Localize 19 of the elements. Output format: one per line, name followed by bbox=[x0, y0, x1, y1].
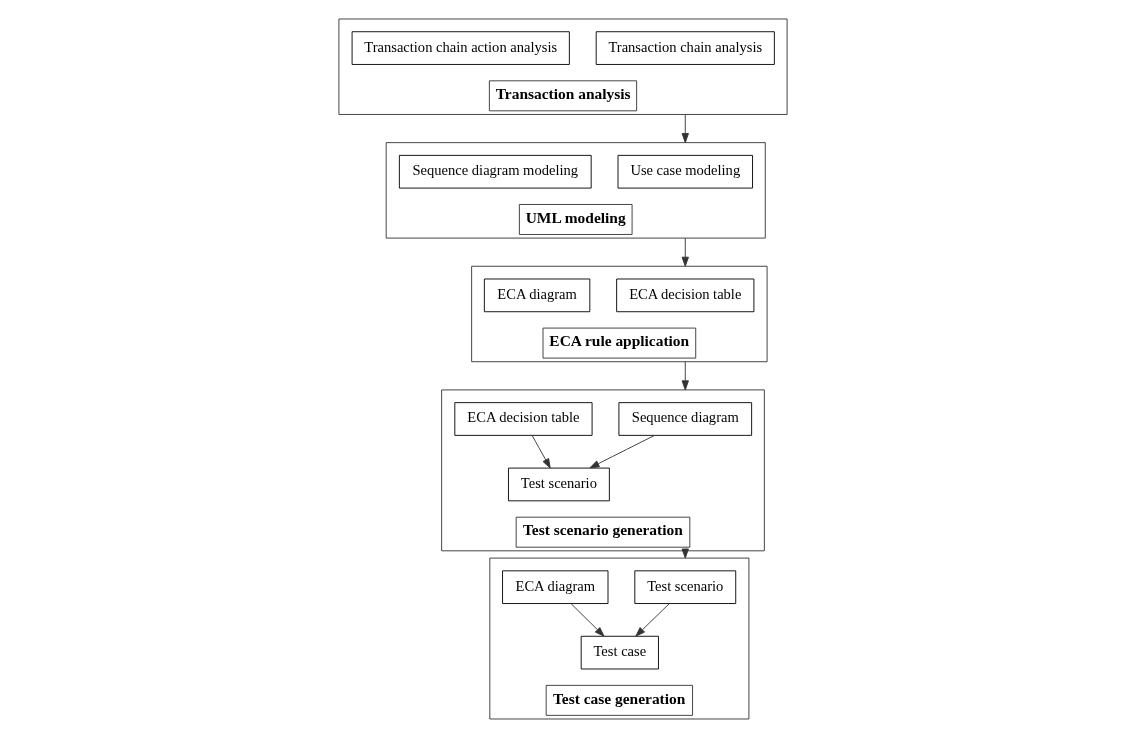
arrow bbox=[681, 361, 689, 391]
node-box: Use case modeling bbox=[617, 154, 753, 189]
node-box: ECA diagram bbox=[502, 570, 609, 604]
node-box: Transaction chain action analysis bbox=[351, 31, 570, 65]
arrow bbox=[681, 114, 689, 144]
arrow bbox=[681, 237, 689, 267]
node-box: ECA decision table bbox=[454, 402, 593, 436]
node-box: Test scenario bbox=[508, 467, 610, 502]
arrow bbox=[570, 603, 605, 637]
arrow bbox=[531, 435, 551, 469]
node-box: ECA diagram bbox=[483, 278, 591, 313]
arrow bbox=[589, 435, 655, 469]
node-box: Test case bbox=[580, 635, 659, 670]
node-box: ECA decision table bbox=[616, 278, 755, 313]
node-box: Sequence diagram bbox=[618, 402, 753, 436]
node-box: Transaction chain analysis bbox=[595, 31, 775, 65]
node-box: Sequence diagram modeling bbox=[398, 154, 592, 189]
node-box: Test scenario bbox=[634, 570, 737, 604]
arrow bbox=[635, 603, 670, 637]
